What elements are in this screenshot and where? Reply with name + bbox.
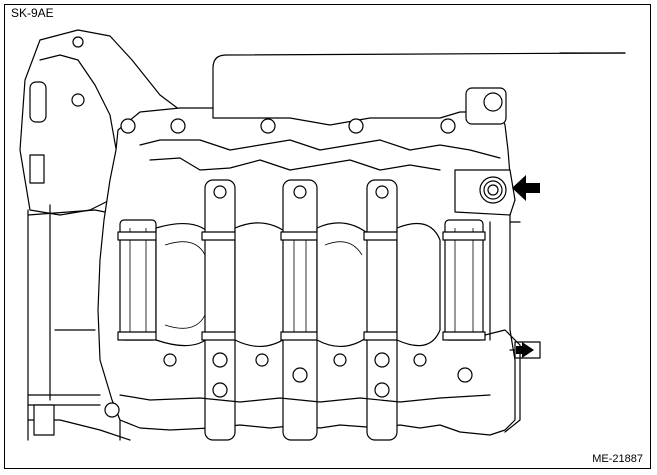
bolt-hole (348, 118, 364, 134)
bolt-hole (104, 402, 120, 418)
arrow-right-icon (516, 342, 534, 358)
bolt-hole (333, 353, 347, 367)
bolt-hole (163, 353, 177, 367)
bolt-hole (413, 353, 427, 367)
figure-code-bottom: ME-21887 (592, 453, 643, 465)
bolt-hole (457, 367, 473, 383)
bolt-hole (440, 118, 456, 134)
lower-left-bolt (33, 404, 55, 436)
bolt-hole (71, 93, 85, 107)
bolt-hole (260, 118, 276, 134)
main-bearing-caps (117, 179, 486, 441)
bolt-hole (170, 118, 186, 134)
arrow-left-icon (512, 175, 540, 201)
bolt-hole (72, 36, 84, 48)
left-plug (29, 81, 47, 123)
bolt-hole (255, 353, 269, 367)
left-stud (29, 154, 45, 184)
figure-code-top: SK-9AE (11, 6, 54, 20)
cylinder-block (97, 87, 516, 441)
rear-housing-outline (212, 52, 626, 111)
bolt-hole (120, 118, 136, 134)
